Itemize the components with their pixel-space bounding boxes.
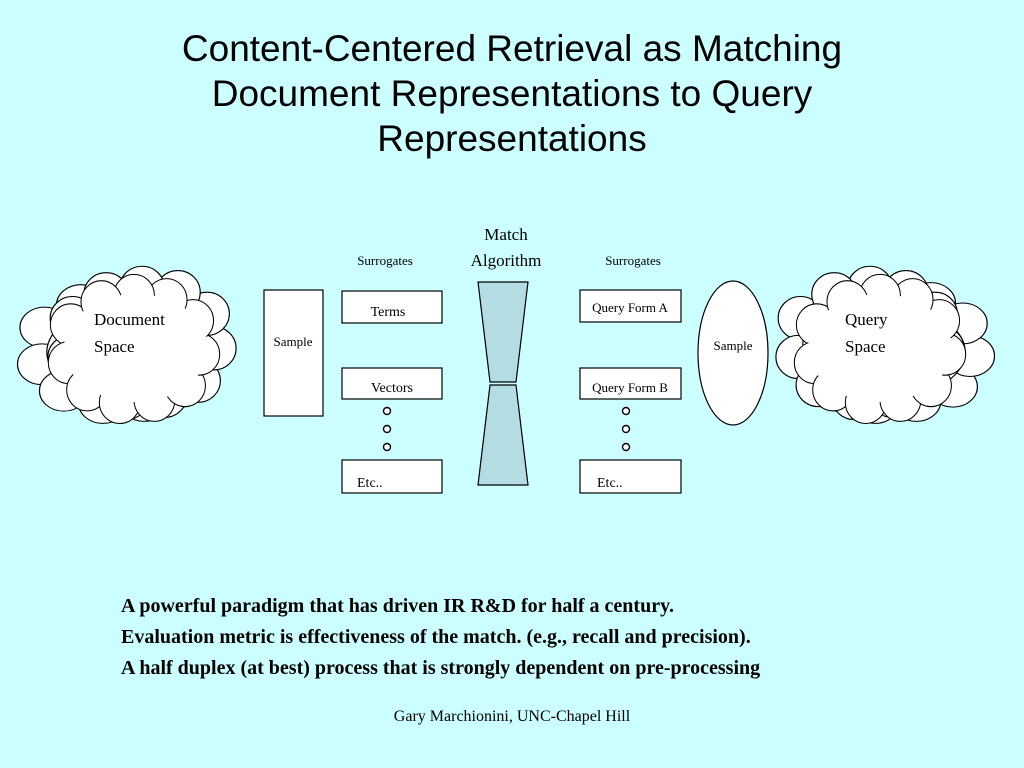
document-space-cloud: Document Space bbox=[16, 265, 237, 425]
title-line: Document Representations to Query bbox=[211, 73, 813, 114]
key-points: A powerful paradigm that has driven IR R… bbox=[121, 591, 1001, 684]
query-surrogates-label: Surrogates bbox=[605, 253, 661, 268]
query-form-a-label: Query Form A bbox=[592, 300, 668, 315]
document-space-label: Document bbox=[94, 310, 165, 329]
surrogate-box-etc bbox=[341, 459, 443, 494]
document-space-label: Space bbox=[94, 337, 135, 356]
query-space-label: Query bbox=[845, 310, 888, 329]
query-space-cloud: Query Space bbox=[775, 265, 996, 425]
title-line: Representations bbox=[377, 118, 647, 159]
title-line: Content-Centered Retrieval as Matching bbox=[181, 28, 843, 69]
query-space-label: Space bbox=[845, 337, 886, 356]
match-algorithm-hourglass bbox=[477, 281, 529, 486]
query-form-b-label: Query Form B bbox=[592, 380, 668, 395]
surrogate-box-vectors bbox=[341, 367, 443, 400]
surrogate-vectors-label: Vectors bbox=[371, 381, 413, 396]
slide-title: Content-Centered Retrieval as Matching D… bbox=[112, 26, 912, 161]
surrogate-box-query-form-b bbox=[579, 367, 682, 400]
surrogate-box-terms bbox=[341, 290, 443, 324]
query-etc-label: Etc.. bbox=[597, 476, 623, 491]
query-sample-label: Sample bbox=[714, 338, 753, 353]
continuation-dots-left bbox=[382, 406, 392, 452]
document-surrogates-label: Surrogates bbox=[357, 253, 413, 268]
query-sample-ellipse bbox=[697, 280, 769, 426]
key-point: Evaluation metric is effectiveness of th… bbox=[121, 626, 751, 648]
key-point: A half duplex (at best) process that is … bbox=[121, 657, 761, 679]
document-sample-label: Sample bbox=[274, 334, 313, 349]
slide-footer: Gary Marchionini, UNC-Chapel Hill bbox=[393, 708, 631, 725]
surrogate-box-query-form-a bbox=[579, 289, 682, 323]
continuation-dots-right bbox=[621, 406, 631, 452]
surrogate-terms-label: Terms bbox=[371, 305, 406, 320]
surrogate-box-query-etc bbox=[579, 459, 682, 494]
surrogate-etc-label: Etc.. bbox=[357, 476, 383, 491]
match-algorithm-label: Match bbox=[484, 225, 528, 244]
match-algorithm-label: Algorithm bbox=[471, 251, 542, 270]
document-sample-box bbox=[263, 289, 324, 417]
key-point: A powerful paradigm that has driven IR R… bbox=[121, 595, 674, 617]
